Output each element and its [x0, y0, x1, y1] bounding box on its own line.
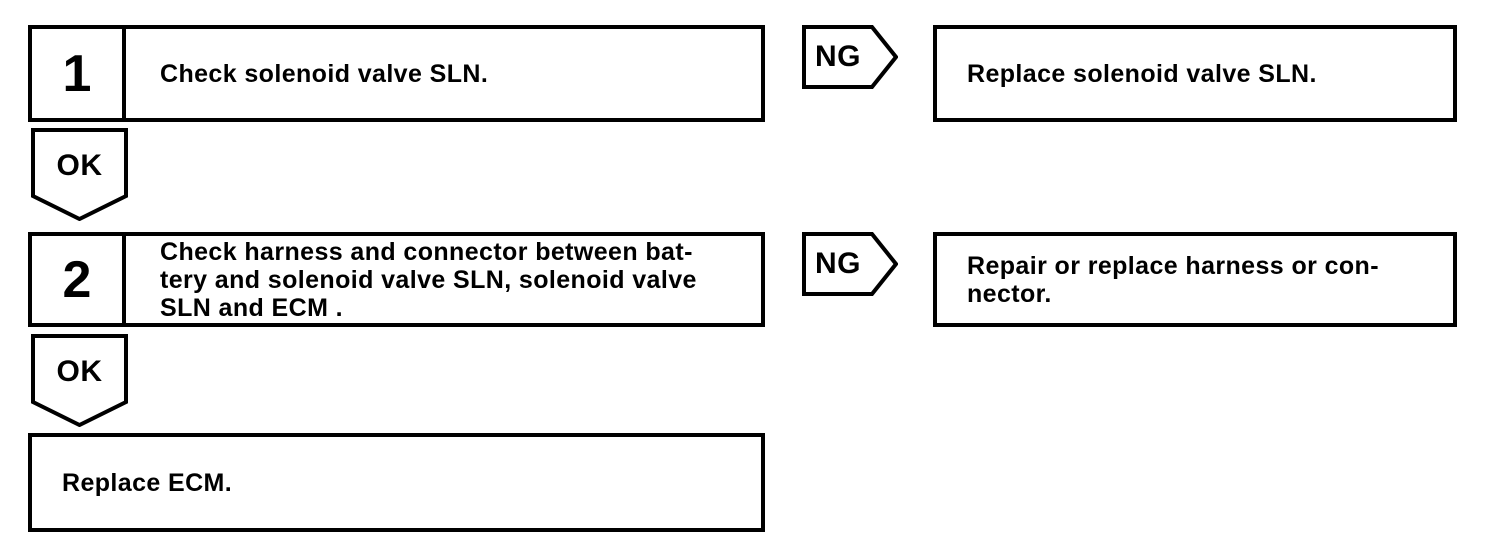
step-1-ok-tag: OK	[31, 128, 128, 221]
ok-pentagon-down-icon	[31, 128, 128, 221]
ok-pentagon-down-icon	[31, 334, 128, 427]
step-1-number: 1	[32, 29, 126, 118]
step-2-ok-label: OK	[56, 355, 103, 388]
step-1-instruction: Check solenoid valve SLN.	[160, 59, 489, 88]
step-1-ng-tag: NG	[802, 25, 898, 89]
step-2-ok-tag: OK	[31, 334, 128, 427]
step-1-box: 1 Check solenoid valve SLN.	[28, 25, 765, 122]
step-2-fail-action-box: Repair or replace harness or con- nector…	[933, 232, 1457, 327]
step-2-ng-tag: NG	[802, 232, 898, 296]
step-1-ok-label: OK	[56, 149, 103, 182]
step-1-fail-action-text: Replace solenoid valve SLN.	[967, 59, 1317, 88]
step-2-ng-label: NG	[815, 247, 861, 280]
ng-pentagon-icon	[802, 25, 898, 89]
step-2-box: 2 Check harness and connector between ba…	[28, 232, 765, 327]
final-action-box: Replace ECM.	[28, 433, 765, 532]
step-2-instruction: Check harness and connector between bat-…	[160, 237, 697, 322]
final-action-text: Replace ECM.	[62, 468, 233, 497]
step-1-ng-label: NG	[815, 40, 861, 73]
step-2-number: 2	[32, 236, 126, 323]
step-2-fail-action-text: Repair or replace harness or con- nector…	[967, 251, 1379, 308]
step-1-fail-action-box: Replace solenoid valve SLN.	[933, 25, 1457, 122]
ng-pentagon-icon	[802, 232, 898, 296]
